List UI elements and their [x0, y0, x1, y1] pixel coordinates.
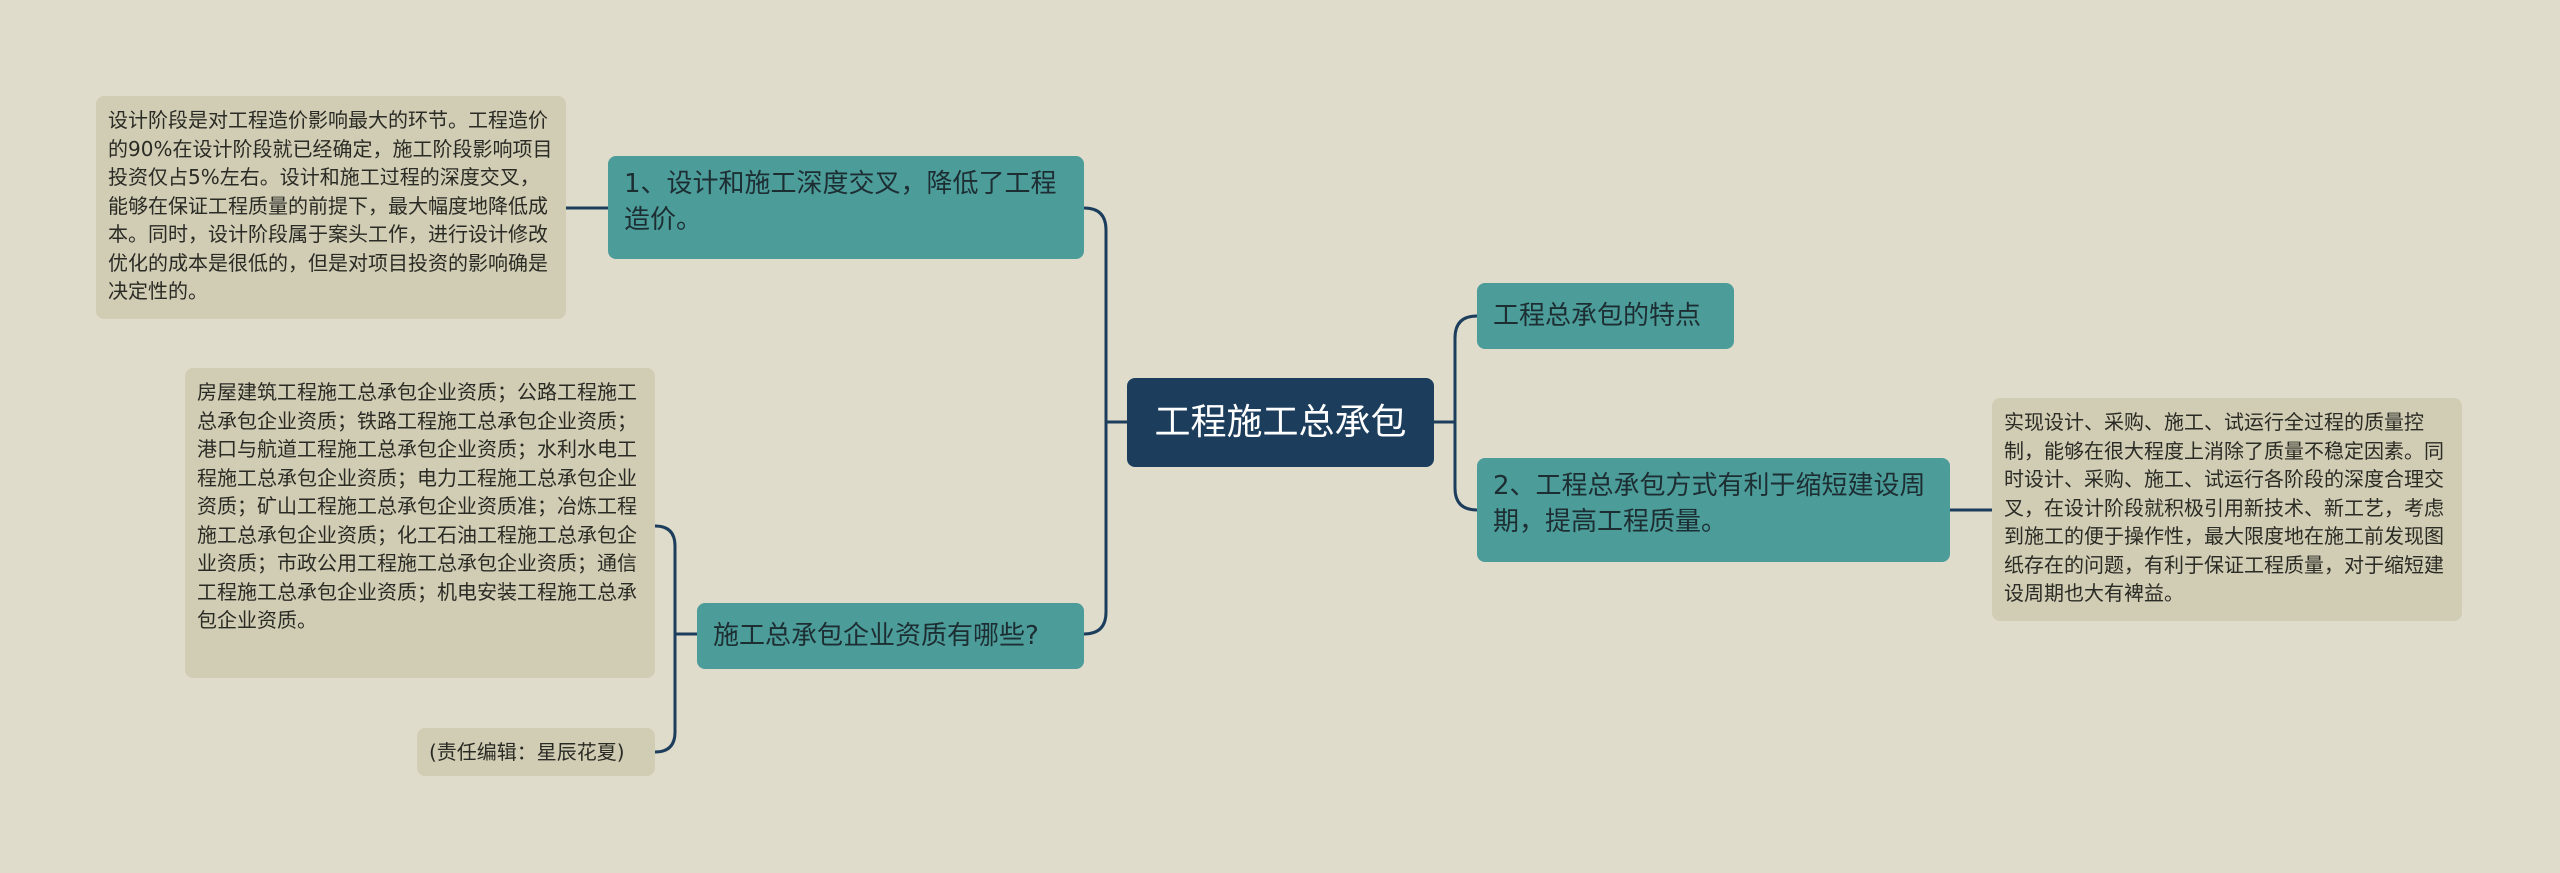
note-quality-control-text: 实现设计、采购、施工、试运行全过程的质量控制，能够在很大程度上消除了质量不稳定因…	[2004, 410, 2444, 605]
topic-qualifications-label: 施工总承包企业资质有哪些?	[713, 621, 1039, 651]
root-label: 工程施工总承包	[1154, 402, 1407, 443]
topic-features[interactable]: 工程总承包的特点	[1477, 283, 1734, 349]
note-design-stage-text: 设计阶段是对工程造价影响最大的环节。工程造价的90%在设计阶段就已经确定，施工阶…	[108, 108, 553, 303]
topic-shorten-period-label: 2、工程总承包方式有利于缩短建设周期，提高工程质量。	[1493, 471, 1926, 537]
root-node[interactable]: 工程施工总承包	[1127, 378, 1434, 467]
connector-left-trunk	[1082, 206, 1108, 636]
topic-design-construction-label: 1、设计和施工深度交叉，降低了工程造价。	[624, 169, 1057, 235]
note-qualification-list[interactable]: 房屋建筑工程施工总承包企业资质；公路工程施工总承包企业资质；铁路工程施工总承包企…	[185, 368, 655, 678]
note-qualification-list-text: 房屋建筑工程施工总承包企业资质；公路工程施工总承包企业资质；铁路工程施工总承包企…	[197, 380, 637, 632]
topic-features-label: 工程总承包的特点	[1493, 301, 1702, 331]
note-design-stage[interactable]: 设计阶段是对工程造价影响最大的环节。工程造价的90%在设计阶段就已经确定，施工阶…	[96, 96, 566, 319]
note-editor[interactable]: (责任编辑：星辰花夏)	[417, 728, 655, 776]
note-quality-control[interactable]: 实现设计、采购、施工、试运行全过程的质量控制，能够在很大程度上消除了质量不稳定因…	[1992, 398, 2462, 621]
connector-right-trunk	[1453, 314, 1479, 512]
topic-qualifications[interactable]: 施工总承包企业资质有哪些?	[697, 603, 1084, 669]
note-editor-text: (责任编辑：星辰花夏)	[429, 740, 625, 764]
connector-qual-notes	[653, 524, 677, 754]
topic-design-construction[interactable]: 1、设计和施工深度交叉，降低了工程造价。	[608, 156, 1084, 259]
topic-shorten-period[interactable]: 2、工程总承包方式有利于缩短建设周期，提高工程质量。	[1477, 458, 1950, 562]
